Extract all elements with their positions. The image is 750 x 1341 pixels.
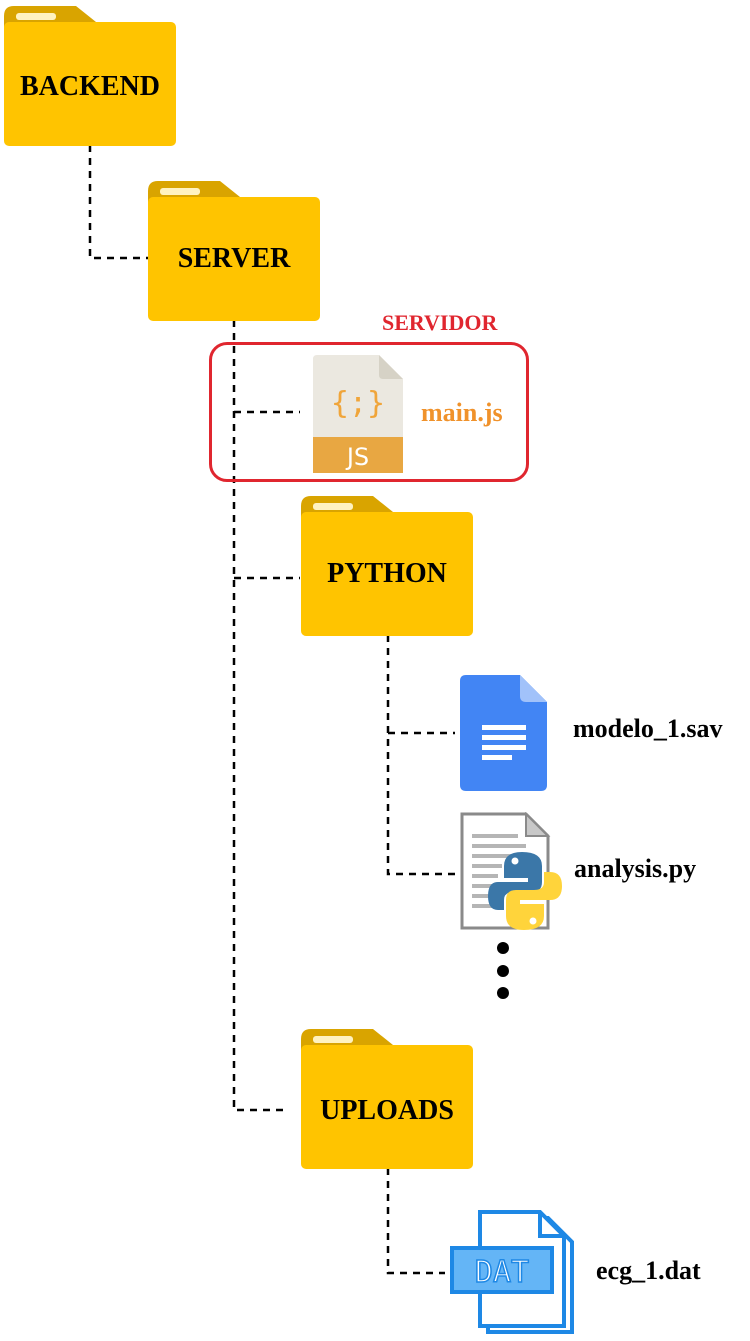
folder-icon [148,181,320,321]
file-label-analysis: analysis.py [574,854,697,883]
ellipsis-dot [497,987,509,999]
file-label-modelo: modelo_1.sav [573,714,723,743]
document-icon [460,675,547,791]
python-file-icon [460,811,562,930]
folder-label: BACKEND [19,71,160,102]
folder-python[interactable]: PYTHON [301,496,473,636]
folder-label: SERVER [177,243,291,274]
dat-file-icon: DAT [450,1210,574,1334]
file-analysis-py[interactable] [460,811,568,934]
js-glyph: {;} [331,386,385,421]
folder-label: UPLOADS [320,1095,454,1126]
connector-server-trunk [232,320,288,1112]
file-ecg-dat[interactable]: DAT [450,1210,576,1336]
file-label-main-js: main.js [421,398,503,427]
servidor-highlight-box [209,342,529,482]
folder-icon [301,496,473,636]
connector-python-trunk [386,635,455,876]
connector-uploads-ecg [386,1168,445,1275]
file-label-ecg: ecg_1.dat [596,1256,701,1285]
connector-backend-server [88,145,148,260]
dat-badge: DAT [475,1255,529,1290]
folder-icon [4,6,176,146]
folder-icon [301,1029,473,1169]
file-modelo-sav[interactable] [460,675,547,791]
folder-label: PYTHON [327,558,447,589]
file-main-js[interactable]: {;} JS [313,355,405,473]
ellipsis-dot [497,942,509,954]
highlight-label: SERVIDOR [382,310,498,335]
folder-backend[interactable]: BACKEND [4,6,176,146]
js-file-icon: {;} JS [313,355,403,473]
js-badge: JS [345,443,369,471]
ellipsis-dot [497,965,509,977]
folder-uploads[interactable]: UPLOADS [301,1029,473,1169]
folder-server[interactable]: SERVER [148,181,320,321]
